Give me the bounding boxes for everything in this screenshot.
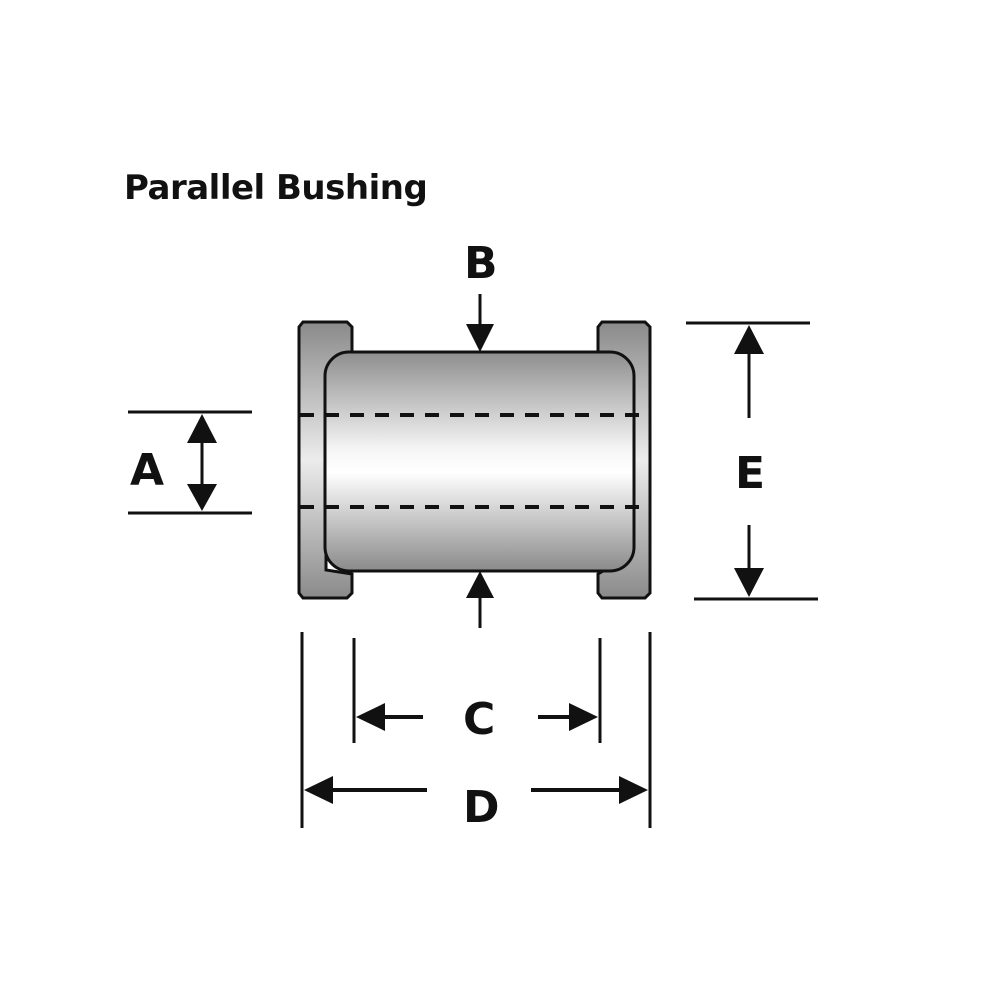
label-a: A [130,445,164,496]
arrow-right-icon [569,703,598,731]
label-b: B [464,238,498,289]
label-d: D [463,782,500,833]
arrow-down-icon [466,324,494,352]
dimension-b: B [464,238,498,352]
dimension-e: E [686,321,818,601]
arrow-left-icon [304,776,333,804]
arrow-down-icon [187,484,217,511]
dimension-c: C [352,638,602,745]
dimension-b-bottom-arrow [466,571,494,628]
arrow-down-icon [734,568,764,597]
arrow-up-icon [466,571,494,598]
diagram-title: Parallel Bushing [124,168,428,208]
arrow-left-icon [356,703,385,731]
label-e: E [735,448,765,499]
arrow-up-icon [187,414,217,443]
bushing-body [323,350,636,573]
dimension-a: A [128,410,252,515]
arrow-right-icon [619,776,648,804]
dimension-d: D [300,632,652,833]
label-c: C [463,694,495,745]
arrow-up-icon [734,325,764,354]
